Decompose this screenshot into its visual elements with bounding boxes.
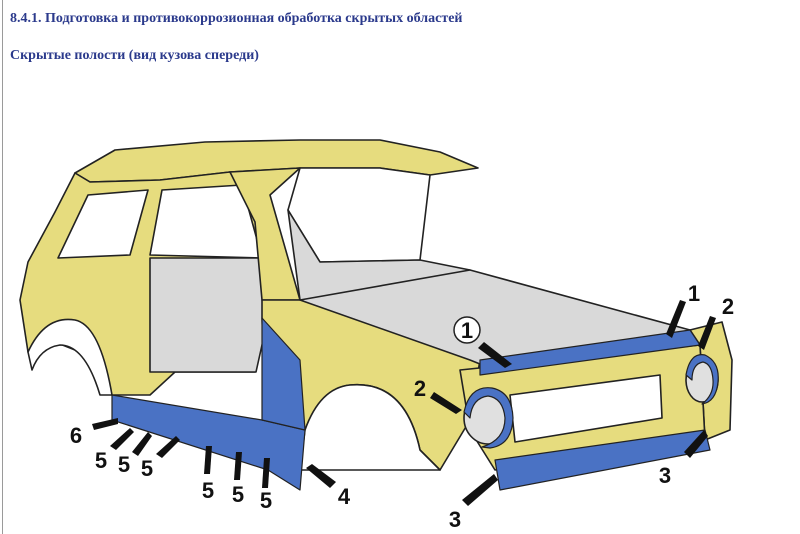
- callout-label-3-right: 3: [659, 463, 671, 488]
- callout-arrow-3-right: [684, 430, 708, 458]
- callout-arrow-1-left: [478, 342, 512, 368]
- callout-label-3-bottom: 3: [449, 507, 461, 532]
- figure-title: Скрытые полости (вид кузова спереди): [10, 48, 259, 63]
- callout-label-5f: 5: [260, 488, 272, 513]
- callout-label-5a: 5: [95, 448, 107, 473]
- callout-numbers: 1 1 2 2 3 3 4 5 5 5 5 5 5 6: [70, 281, 734, 532]
- callout-label-6: 6: [70, 423, 82, 448]
- callout-arrow-4: [306, 464, 336, 488]
- callout-label-2-left: 2: [414, 376, 426, 401]
- page-left-border: [2, 0, 3, 534]
- callout-arrows: [92, 300, 716, 506]
- section-title: 8.4.1. Подготовка и противокоррозионная …: [10, 11, 463, 26]
- callout-arrow-5c: [156, 436, 180, 458]
- callout-label-5e: 5: [232, 482, 244, 507]
- callout-label-5c: 5: [141, 456, 153, 481]
- callout-arrow-5a: [110, 428, 134, 450]
- car-body-hidden-cavities-illustration: 1 1 2 2 3 3 4 5 5 5 5 5 5 6: [19, 139, 734, 532]
- callout-label-5b: 5: [118, 452, 130, 477]
- callout-label-1-left: 1: [461, 318, 473, 343]
- a-pillar-cavity: [261, 317, 306, 431]
- callout-arrow-2-left: [430, 392, 462, 414]
- callout-arrow-5d: [204, 446, 212, 474]
- callout-label-4: 4: [338, 484, 351, 509]
- headlamp-right-cavity: [685, 354, 719, 405]
- callout-arrow-5e: [234, 452, 242, 480]
- lower-crossmember-cavity: [494, 429, 711, 491]
- car-body-drawing: [19, 139, 733, 471]
- callout-arrow-6: [92, 418, 118, 430]
- callout-arrow-3-bottom: [462, 474, 498, 506]
- callout-label-5d: 5: [202, 478, 214, 503]
- interior-floor: [149, 257, 269, 373]
- callout-arrow-5b: [132, 432, 152, 456]
- callout-arrow-1-right: [666, 300, 686, 338]
- callout-arrow-5f: [262, 458, 270, 488]
- callout-label-1-right: 1: [688, 281, 700, 306]
- rear-side-window: [57, 189, 149, 259]
- radiator-opening: [509, 374, 663, 443]
- callout-arrow-2-right: [698, 316, 716, 350]
- callout-1-left-badge: [453, 316, 481, 344]
- front-wheel-arch: [299, 383, 441, 471]
- headlamp-left-cavity: [463, 387, 514, 449]
- callout-label-2-right: 2: [722, 294, 734, 319]
